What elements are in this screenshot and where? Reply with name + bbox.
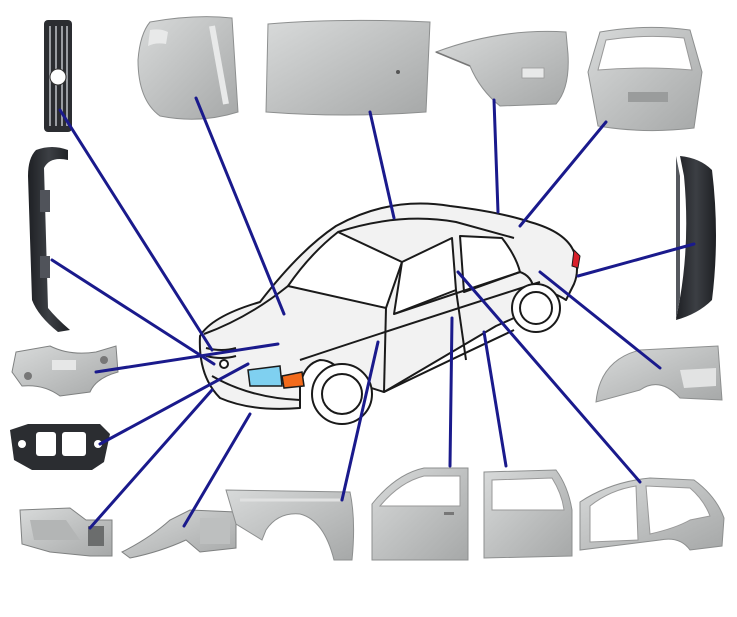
line-front-door (448, 316, 454, 468)
radiator-support-icon (10, 424, 110, 470)
line-tailgate (518, 120, 608, 228)
line-rear-door (482, 330, 508, 468)
line-radiator-support (98, 362, 250, 446)
line-rear-bumper (576, 242, 696, 278)
line-hood (194, 96, 286, 316)
line-front-bumper (50, 258, 216, 366)
hood-icon (137, 16, 239, 120)
trunk-lid-icon (434, 30, 569, 107)
roof-panel-icon (265, 19, 431, 116)
front-door-icon (371, 467, 469, 561)
inner-apron-icon (19, 507, 113, 557)
tail-light (571, 248, 581, 269)
indicator-light (281, 371, 305, 389)
rear-door-icon (483, 469, 573, 559)
car-outline (198, 202, 578, 425)
line-roof (368, 110, 396, 220)
line-inner-apron (88, 388, 214, 530)
leader-lines (50, 96, 696, 530)
side-frame-icon (579, 477, 725, 551)
windshield (287, 231, 403, 309)
line-quarter-panel (538, 270, 662, 370)
front-bumper-icon (28, 147, 70, 332)
fender-icon (225, 489, 355, 561)
front-rail-icon (121, 509, 237, 559)
subframe-icon (11, 345, 119, 397)
line-trunk-lid (492, 98, 500, 214)
headlight (247, 365, 283, 387)
grille-icon (44, 20, 72, 132)
line-front-rail (182, 412, 252, 528)
rear-bumper-icon (676, 156, 716, 320)
line-grille (58, 108, 214, 352)
line-fender (340, 340, 380, 502)
tailgate-icon (587, 26, 703, 132)
line-subframe (94, 342, 280, 374)
line-side-frame (456, 270, 642, 484)
quarter-panel-icon (595, 345, 723, 403)
